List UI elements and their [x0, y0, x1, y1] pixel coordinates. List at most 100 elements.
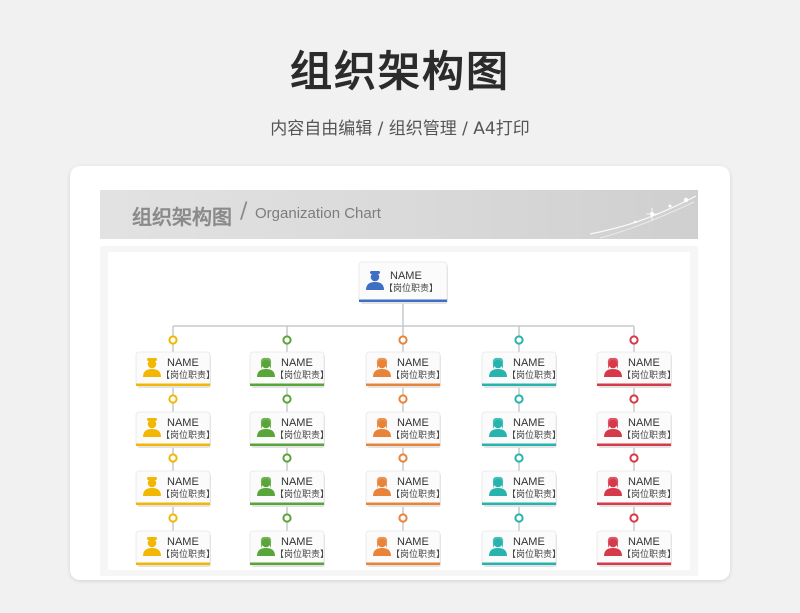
node-c5-r2: NAME【岗位职责】 — [596, 411, 676, 448]
node-c1-r1-person-icon — [143, 358, 161, 377]
connector-dot — [514, 394, 524, 404]
node-c4-r4-person-icon — [489, 536, 507, 556]
connector-dot — [282, 513, 292, 523]
node-c1-r2-role: 【岗位职责】 — [161, 429, 215, 441]
node-c3-r3-name: NAME — [397, 476, 429, 488]
connector-dot — [629, 513, 639, 523]
chart-card: 组织架构图 / Organization Chart NAME【岗位职责】NAM… — [70, 166, 730, 580]
node-c2-r1: NAME【岗位职责】 — [249, 351, 329, 388]
node-c3-r4-accent-bar — [366, 562, 440, 565]
connector-dot — [168, 394, 178, 404]
node-c5-r1-name: NAME — [628, 357, 660, 369]
connector-dot — [629, 335, 639, 345]
connector-dot — [514, 453, 524, 463]
node-c4-r3-name: NAME — [513, 476, 545, 488]
node-c3-r4-name: NAME — [397, 536, 429, 548]
node-c1-r4-role: 【岗位职责】 — [161, 548, 215, 560]
node-c4-r1-role: 【岗位职责】 — [507, 369, 561, 381]
node-c1-r4-person-icon — [143, 537, 161, 556]
root-node: NAME【岗位职责】 — [358, 261, 448, 304]
node-c1-r1-role: 【岗位职责】 — [161, 369, 215, 381]
connector-dot — [168, 453, 178, 463]
connector-dot — [282, 335, 292, 345]
node-c2-r4-person-icon — [257, 536, 275, 556]
node-c3-r4: NAME【岗位职责】 — [365, 530, 445, 567]
node-c1-r2-accent-bar — [136, 443, 210, 446]
node-c2-r2-accent-bar — [250, 443, 324, 446]
node-c2-r4-accent-bar — [250, 562, 324, 565]
node-c5-r1-person-icon — [604, 357, 622, 377]
connector-dot — [282, 453, 292, 463]
node-c1-r2-name: NAME — [167, 417, 199, 429]
page-title: 组织架构图 — [289, 47, 510, 96]
node-c1-r4-name: NAME — [167, 536, 199, 548]
connector-dot — [398, 335, 408, 345]
node-c3-r2-accent-bar — [366, 443, 440, 446]
node-c1-r3-name: NAME — [167, 476, 199, 488]
root-node-accent-bar — [359, 299, 447, 302]
node-c4-r1-person-icon — [489, 357, 507, 377]
page-subtitle: 内容自由编辑 / 组织管理 / A4打印 — [270, 119, 530, 139]
banner-subtitle: Organization Chart — [255, 205, 381, 222]
node-c2-r3-name: NAME — [281, 476, 313, 488]
node-c4-r1-name: NAME — [513, 357, 545, 369]
node-c3-r3: NAME【岗位职责】 — [365, 470, 445, 507]
node-c5-r1-accent-bar — [597, 383, 671, 386]
connector-dot — [629, 453, 639, 463]
node-c3-r1-accent-bar — [366, 383, 440, 386]
node-c2-r3: NAME【岗位职责】 — [249, 470, 329, 507]
node-c1-r1: NAME【岗位职责】 — [135, 351, 215, 388]
node-c3-r2: NAME【岗位职责】 — [365, 411, 445, 448]
node-c2-r1-person-icon — [257, 357, 275, 377]
node-c4-r3-person-icon — [489, 476, 507, 496]
node-c3-r2-name: NAME — [397, 417, 429, 429]
node-c3-r3-person-icon — [373, 476, 391, 496]
node-c5-r2-name: NAME — [628, 417, 660, 429]
banner-slash: / — [240, 199, 248, 224]
node-c4-r3-role: 【岗位职责】 — [507, 488, 561, 500]
node-c4-r2-role: 【岗位职责】 — [507, 429, 561, 441]
node-c2-r1-name: NAME — [281, 357, 313, 369]
org-chart: NAME【岗位职责】NAME【岗位职责】NAME【岗位职责】NAME【岗位职责】… — [135, 261, 676, 567]
node-c4-r1: NAME【岗位职责】 — [481, 351, 561, 388]
node-c1-r3-accent-bar — [136, 502, 210, 505]
node-c4-r4-role: 【岗位职责】 — [507, 548, 561, 560]
connector-dot — [514, 513, 524, 523]
node-c2-r3-accent-bar — [250, 502, 324, 505]
node-c3-r1-role: 【岗位职责】 — [391, 369, 445, 381]
node-c2-r1-role: 【岗位职责】 — [275, 369, 329, 381]
node-c5-r2-role: 【岗位职责】 — [622, 429, 676, 441]
node-c2-r4-role: 【岗位职责】 — [275, 548, 329, 560]
node-c5-r3-accent-bar — [597, 502, 671, 505]
node-c1-r1-accent-bar — [136, 383, 210, 386]
connector-dot — [629, 394, 639, 404]
node-c2-r2-name: NAME — [281, 417, 313, 429]
connector-dot — [398, 453, 408, 463]
node-c2-r2-role: 【岗位职责】 — [275, 429, 329, 441]
node-c4-r4-accent-bar — [482, 562, 556, 565]
node-c3-r1: NAME【岗位职责】 — [365, 351, 445, 388]
node-c1-r2-person-icon — [143, 418, 161, 437]
node-c5-r4-role: 【岗位职责】 — [622, 548, 676, 560]
node-c2-r2: NAME【岗位职责】 — [249, 411, 329, 448]
node-c5-r2-person-icon — [604, 417, 622, 437]
node-c2-r1-accent-bar — [250, 383, 324, 386]
node-c5-r3-role: 【岗位职责】 — [622, 488, 676, 500]
org-chart-area: NAME【岗位职责】NAME【岗位职责】NAME【岗位职责】NAME【岗位职责】… — [108, 252, 690, 570]
node-c3-r4-role: 【岗位职责】 — [391, 548, 445, 560]
node-c4-r3-accent-bar — [482, 502, 556, 505]
node-c1-r4: NAME【岗位职责】 — [135, 530, 215, 567]
node-c4-r2: NAME【岗位职责】 — [481, 411, 561, 448]
node-c4-r3: NAME【岗位职责】 — [481, 470, 561, 507]
node-c4-r2-person-icon — [489, 417, 507, 437]
node-c5-r2-accent-bar — [597, 443, 671, 446]
node-c4-r2-name: NAME — [513, 417, 545, 429]
node-c5-r3-name: NAME — [628, 476, 660, 488]
node-c1-r3: NAME【岗位职责】 — [135, 470, 215, 507]
node-c1-r3-person-icon — [143, 477, 161, 496]
node-c3-r1-person-icon — [373, 357, 391, 377]
node-c2-r4: NAME【岗位职责】 — [249, 530, 329, 567]
node-c2-r2-person-icon — [257, 417, 275, 437]
banner-title: 组织架构图 — [132, 205, 232, 229]
node-c5-r1-role: 【岗位职责】 — [622, 369, 676, 381]
